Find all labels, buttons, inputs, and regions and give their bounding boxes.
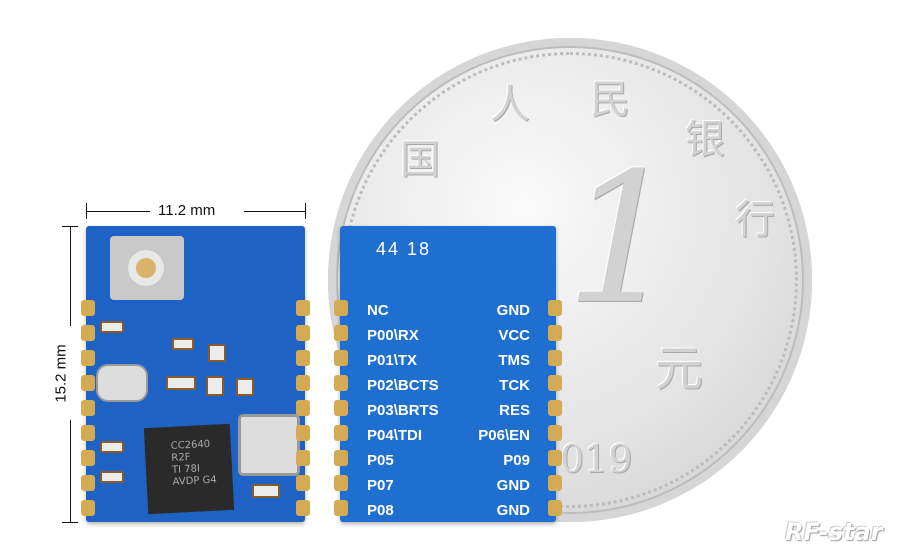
pad xyxy=(548,400,562,416)
crystal xyxy=(238,414,300,476)
pad xyxy=(296,500,310,516)
coin-denomination: 1 xyxy=(565,135,680,344)
pin-label: P04\TDI xyxy=(367,427,423,444)
pad xyxy=(296,400,310,416)
chip: CC2640 R2F TI 78I AVDP G4 xyxy=(143,423,235,515)
component xyxy=(172,338,194,350)
pad xyxy=(81,500,95,516)
pad xyxy=(548,500,562,516)
coin-char: 国 xyxy=(400,137,440,183)
dim-line xyxy=(70,226,71,326)
pad xyxy=(296,300,310,316)
module-back: 44 18 xyxy=(340,226,556,522)
pad xyxy=(81,450,95,466)
pad xyxy=(334,400,348,416)
coin-char: 元 xyxy=(655,341,704,397)
component xyxy=(166,376,196,390)
pad xyxy=(334,375,348,391)
pad xyxy=(548,325,562,341)
pin-label: GND xyxy=(496,477,530,494)
pad xyxy=(81,325,95,341)
pad xyxy=(548,300,562,316)
pad xyxy=(334,300,348,316)
pad xyxy=(334,500,348,516)
pad xyxy=(334,450,348,466)
pad xyxy=(548,475,562,491)
dim-line xyxy=(86,211,150,212)
module-marking: 44 18 xyxy=(376,239,432,259)
coin-char: 人 xyxy=(490,82,530,128)
component xyxy=(206,376,224,396)
pin-label: P09 xyxy=(503,452,530,469)
pin-label: NC xyxy=(367,302,389,319)
pad xyxy=(81,300,95,316)
coin-year: 019 xyxy=(560,437,633,481)
component xyxy=(236,378,254,396)
pin-label: P01\TX xyxy=(367,352,418,369)
component xyxy=(100,321,124,333)
pad xyxy=(296,450,310,466)
pad xyxy=(334,425,348,441)
component xyxy=(208,344,226,362)
pin-label: RES xyxy=(499,402,530,419)
pin-label: VCC xyxy=(498,327,530,344)
pad xyxy=(334,475,348,491)
pad xyxy=(334,350,348,366)
pad xyxy=(296,375,310,391)
antenna-connector xyxy=(110,236,184,300)
pad xyxy=(296,350,310,366)
component xyxy=(100,471,124,483)
width-label: 11.2 mm xyxy=(158,202,216,219)
pad xyxy=(334,325,348,341)
brand-logo: RF-star xyxy=(785,518,883,546)
pad xyxy=(296,325,310,341)
dim-tick xyxy=(305,203,306,219)
pad xyxy=(296,425,310,441)
pad xyxy=(81,475,95,491)
module-front: CC2640 R2F TI 78I AVDP G4 xyxy=(86,226,305,522)
pin-label: TMS xyxy=(498,352,530,369)
pin-label: P00\RX xyxy=(367,327,419,344)
component xyxy=(252,484,280,498)
pad xyxy=(81,350,95,366)
dim-line xyxy=(70,420,71,522)
dim-line xyxy=(244,211,305,212)
coin-char: 银 xyxy=(685,117,725,163)
pad xyxy=(548,350,562,366)
pad xyxy=(548,375,562,391)
pin-label: P08 xyxy=(367,502,394,519)
chip-marking: AVDP G4 xyxy=(172,474,217,488)
coin-char: 行 xyxy=(735,197,775,243)
crystal-small xyxy=(96,364,148,402)
pin-label: P07 xyxy=(367,477,394,494)
pad xyxy=(81,400,95,416)
pin-label: P02\BCTS xyxy=(367,377,439,394)
pad xyxy=(548,425,562,441)
pin-label: TCK xyxy=(499,377,530,394)
pin-label: GND xyxy=(496,502,530,519)
pad xyxy=(296,475,310,491)
dim-tick xyxy=(62,522,78,523)
pad xyxy=(548,450,562,466)
coin-char: 民 xyxy=(590,77,630,123)
pad xyxy=(81,375,95,391)
pin-label: GND xyxy=(496,302,530,319)
component xyxy=(100,441,124,453)
connector-socket xyxy=(128,250,164,286)
pad xyxy=(81,425,95,441)
pin-label: P05 xyxy=(367,452,394,469)
pin-label: P06\EN xyxy=(478,427,530,444)
height-label: 15.2 mm xyxy=(52,344,70,403)
pin-label: P03\BRTS xyxy=(367,402,439,419)
